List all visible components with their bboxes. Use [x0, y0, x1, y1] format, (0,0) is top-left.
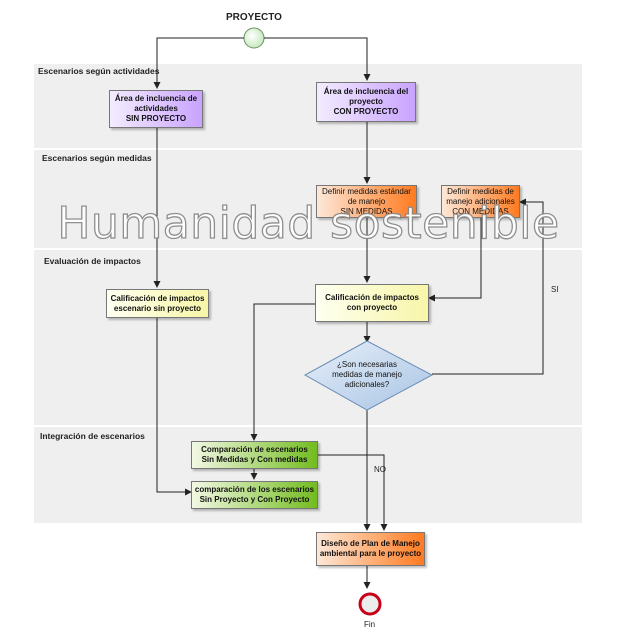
end-label: Fin — [364, 620, 376, 629]
start-node — [243, 27, 265, 49]
edge-start-sin — [153, 37, 244, 89]
edge-start-con — [264, 37, 371, 81]
decision-shape — [303, 340, 434, 411]
lane-impactos — [34, 250, 582, 425]
diagram-title: PROYECTO — [226, 12, 282, 23]
edge-comp-plan — [318, 454, 388, 531]
edge-label-yes: SI — [551, 285, 559, 294]
edge-calif-comp — [250, 303, 315, 441]
end-node — [358, 592, 382, 616]
edge-decision-yes — [432, 198, 544, 375]
edge-label-no: NO — [374, 465, 386, 474]
watermark-text: Humanidad sostenible — [57, 197, 560, 249]
lane-title-actividades: Escenarios según actividades — [38, 66, 160, 76]
lane-title-medidas: Escenarios según medidas — [42, 153, 152, 163]
edge-califsin-comp — [156, 318, 192, 496]
lane-title-impactos: Evaluación de impactos — [44, 256, 141, 266]
lane-title-integracion: Integración de escenarios — [40, 431, 145, 441]
edge-adicionales-calif — [428, 218, 482, 302]
